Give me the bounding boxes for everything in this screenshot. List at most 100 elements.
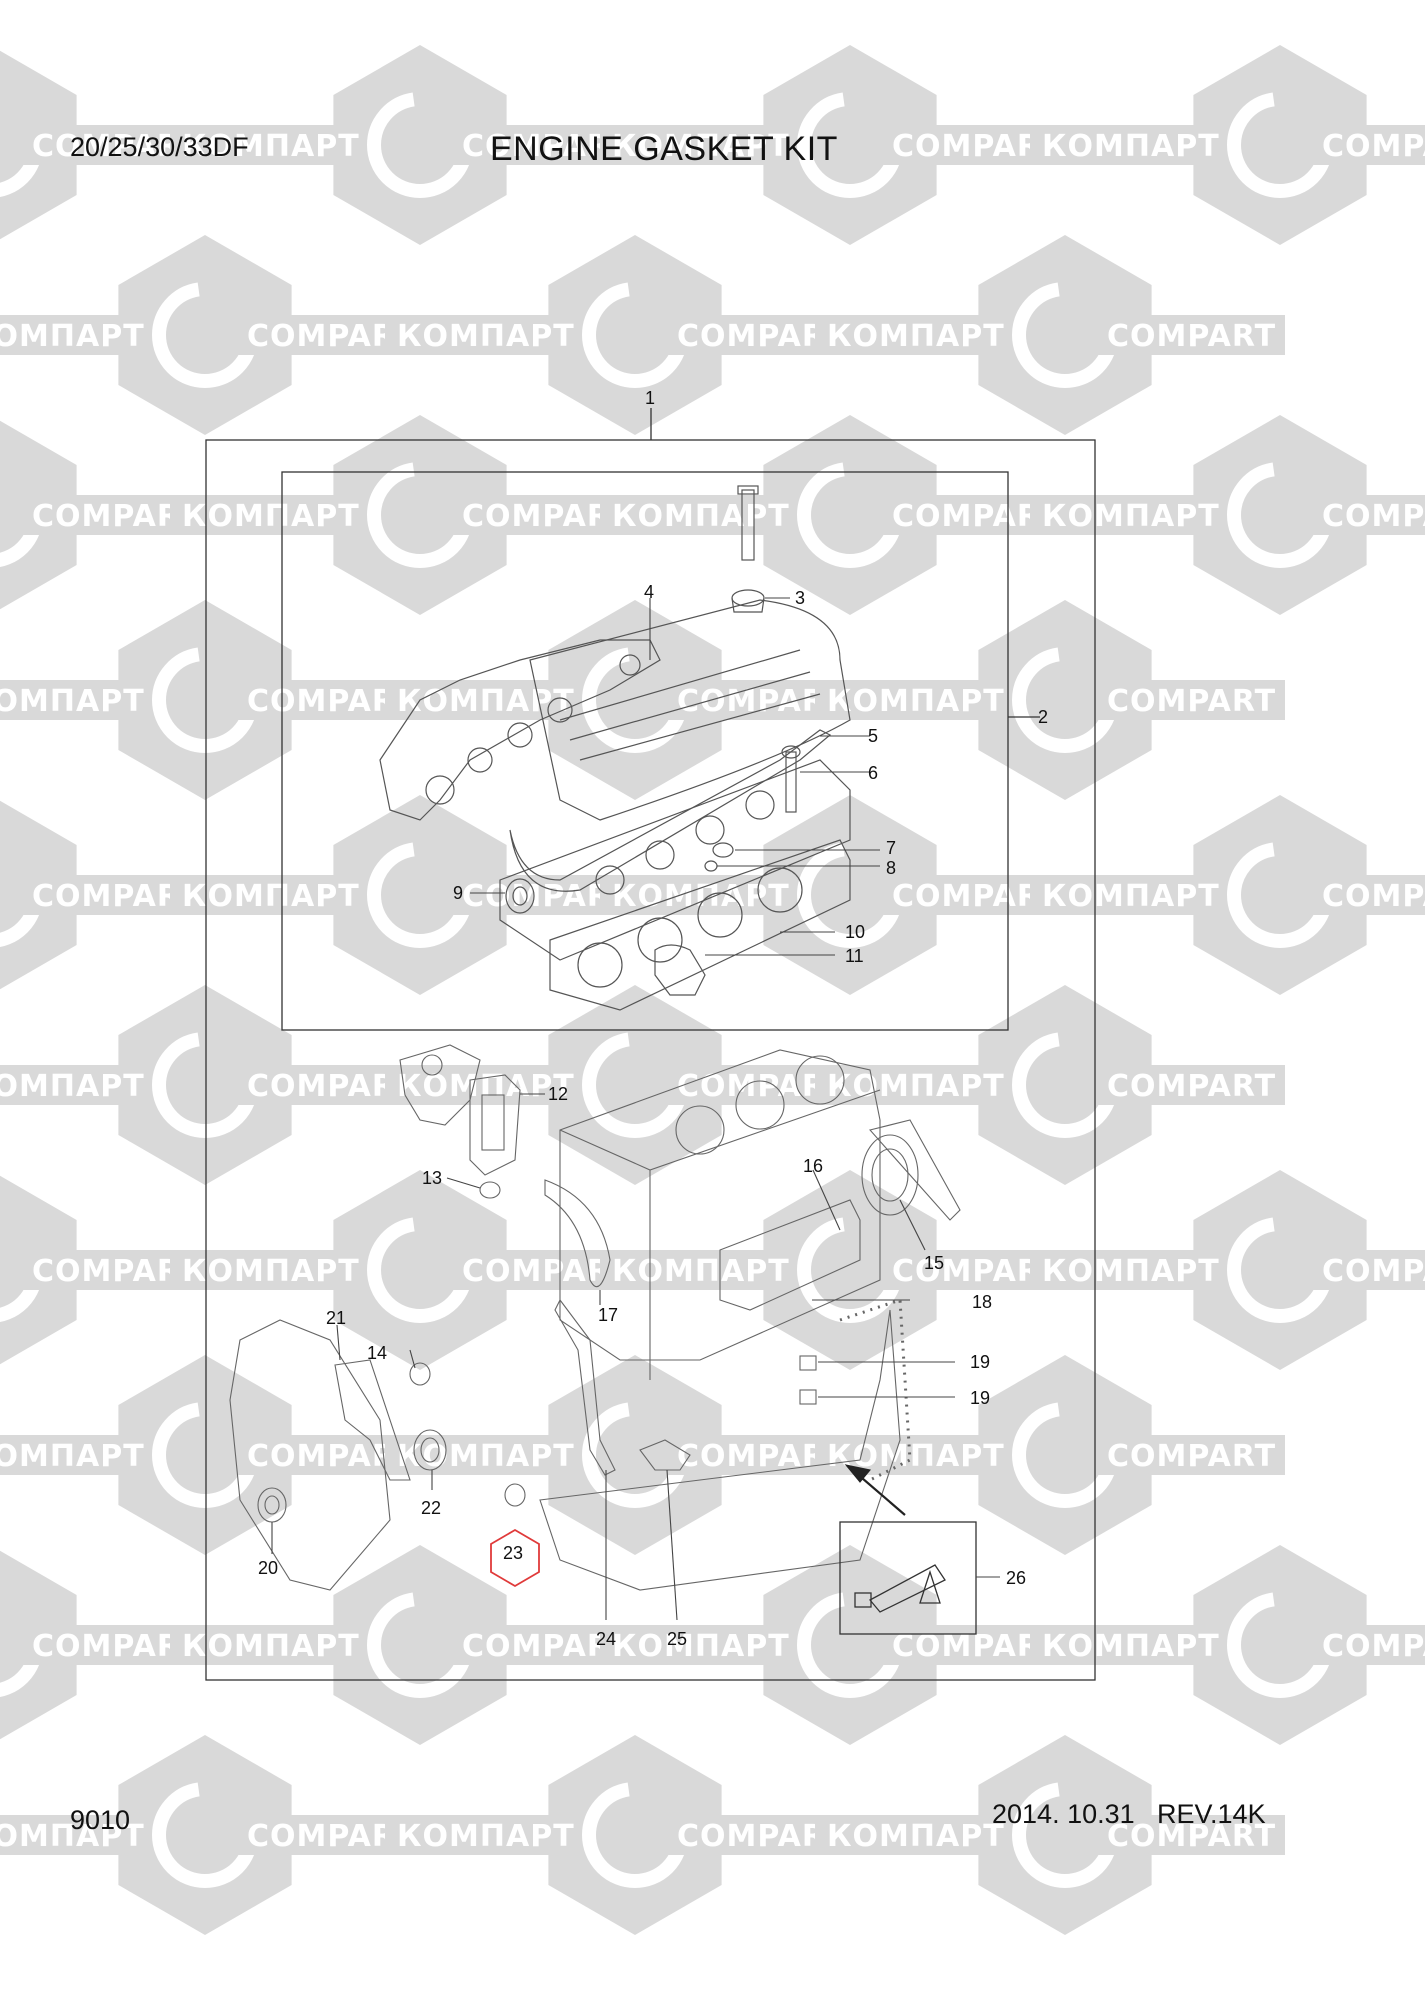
callout-22: 22: [421, 1498, 441, 1518]
watermark-band: [815, 1435, 1005, 1475]
watermark-hexagon: [118, 1355, 292, 1555]
watermark-band: [170, 495, 360, 535]
watermark-band: [385, 315, 575, 355]
watermark-band: [385, 680, 575, 720]
watermark-band: [385, 1815, 575, 1855]
watermark-label: КОМПАРТ: [0, 1069, 145, 1104]
watermark-band: [1030, 495, 1220, 535]
watermark-label: КОМПАРТ: [1042, 129, 1220, 164]
watermark-hexagon: [978, 1735, 1152, 1935]
revision-date: 2014. 10.31: [992, 1799, 1135, 1829]
watermark-label: КОМПАРТ: [612, 129, 790, 164]
callout-17: 17: [598, 1305, 618, 1325]
callout-2: 2: [1038, 707, 1048, 727]
watermark-band: [1095, 315, 1285, 355]
watermark-hexagon: [333, 415, 507, 615]
callout-11: 11: [845, 946, 864, 966]
watermark-band: [1095, 1435, 1285, 1475]
callout-19a: 19: [970, 1352, 990, 1372]
watermark-label: КОМПАРТ: [1042, 879, 1220, 914]
watermark-label: КОМПАРТ: [397, 1819, 575, 1854]
callout-14: 14: [367, 1343, 387, 1363]
watermark-band: [815, 315, 1005, 355]
watermark-label: КОМПАРТ: [0, 1819, 145, 1854]
watermark-band: [1030, 1625, 1220, 1665]
watermark-band: [1030, 125, 1220, 165]
callout-7: 7: [886, 838, 896, 858]
callout-9: 9: [453, 883, 463, 903]
callout-labels: 1 2 3 4 5 6 7 8 9 10 11 12 13 14 15 16 1…: [258, 388, 1048, 1649]
callout-5: 5: [868, 726, 878, 746]
upper-kit-frame: [281, 471, 1009, 1031]
watermark-hexagon: [118, 600, 292, 800]
watermark-hexagon: [1193, 415, 1367, 615]
revision-label: REV.14K: [1157, 1799, 1266, 1829]
watermark-label: КОМПАРТ: [397, 1439, 575, 1474]
callout-26: 26: [1006, 1568, 1026, 1588]
watermark-label: КОМПАРТ: [397, 684, 575, 719]
watermark-label: КОМПАРТ: [0, 684, 145, 719]
watermark-label: КОМПАРТ: [182, 879, 360, 914]
watermark-band: [1310, 495, 1425, 535]
watermark-hexagon: [333, 1545, 507, 1745]
watermark-band: [1310, 125, 1425, 165]
watermark-band: [1310, 1625, 1425, 1665]
watermark-band: [815, 1065, 1005, 1105]
callout-13: 13: [422, 1168, 442, 1188]
watermark-label: КОМПАРТ: [827, 1819, 1005, 1854]
watermark-band: [0, 1435, 145, 1475]
watermark-band: [170, 1625, 360, 1665]
watermark-hexagon: [548, 600, 722, 800]
callout-12: 12: [548, 1084, 568, 1104]
watermark-hexagon: [978, 1355, 1152, 1555]
watermark-label: КОМПАРТ: [0, 1439, 145, 1474]
callout-20: 20: [258, 1558, 278, 1578]
watermark-band: [1030, 875, 1220, 915]
watermark-label: COMPART: [1107, 1069, 1276, 1104]
watermark-label: КОМПАРТ: [1042, 499, 1220, 534]
callout-21: 21: [326, 1308, 346, 1328]
watermark-band: [600, 125, 790, 165]
watermark-hexagon: [548, 1735, 722, 1935]
watermark-band: [0, 1815, 145, 1855]
watermark-band: [0, 680, 145, 720]
watermark-hexagon: [118, 1735, 292, 1935]
watermark-label: COMPART: [1322, 499, 1425, 534]
watermark-label: КОМПАРТ: [612, 1254, 790, 1289]
upper-assembly: [379, 485, 851, 1011]
watermark-band: [0, 1065, 145, 1105]
watermark-hexagon: [333, 795, 507, 995]
watermark-band: [600, 495, 790, 535]
watermark-band: [1095, 680, 1285, 720]
watermark-label: КОМПАРТ: [1042, 1254, 1220, 1289]
watermark-hexagon: [978, 600, 1152, 800]
watermark-label: КОМПАРТ: [182, 1629, 360, 1664]
watermark-label: КОМПАРТ: [397, 1069, 575, 1104]
callout-24: 24: [596, 1629, 616, 1649]
page-number: 9010: [70, 1805, 131, 1835]
callout-15: 15: [924, 1253, 944, 1273]
callout-3: 3: [795, 588, 805, 608]
leader-lines: [271, 597, 1000, 1621]
watermark-band: [600, 1625, 790, 1665]
watermark-label: КОМПАРТ: [1042, 1629, 1220, 1664]
watermark-band: [1030, 1250, 1220, 1290]
watermark-band: [600, 1250, 790, 1290]
watermark-hexagon: [1193, 795, 1367, 995]
watermark-hexagon: [978, 985, 1152, 1185]
callout-18: 18: [972, 1292, 992, 1312]
watermark-label: COMPART: [1322, 1629, 1425, 1664]
callout-16: 16: [803, 1156, 823, 1176]
page-title: ENGINE GASKET KIT: [490, 130, 838, 168]
watermark-hexagon: [763, 1545, 937, 1745]
callout-1: 1: [645, 388, 655, 408]
watermark-hexagon: [763, 1170, 937, 1370]
watermark-hexagon: [763, 45, 937, 245]
sealant-kit: [839, 1521, 977, 1635]
callout-19b: 19: [970, 1388, 990, 1408]
watermark-label: КОМПАРТ: [182, 1254, 360, 1289]
watermark-label: КОМПАРТ: [0, 319, 145, 354]
watermark-band: [1310, 1250, 1425, 1290]
watermark-label: COMPART: [1107, 1819, 1276, 1854]
watermark-label: COMPART: [1322, 129, 1425, 164]
